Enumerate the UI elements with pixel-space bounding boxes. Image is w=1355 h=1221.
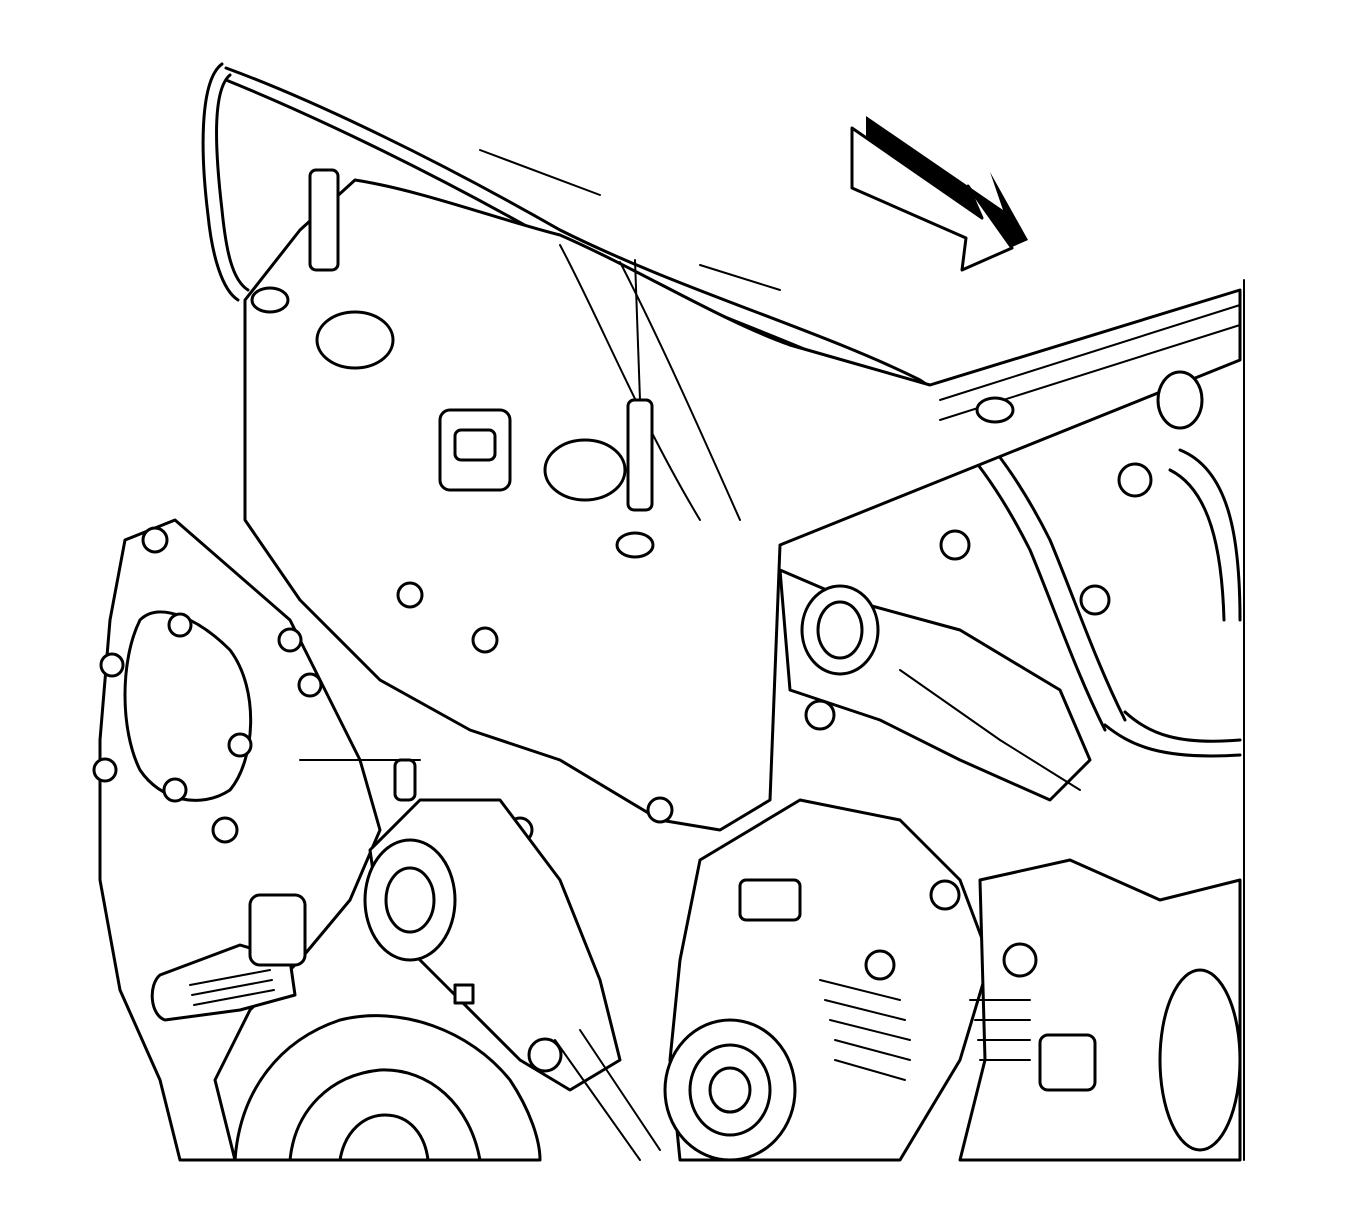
belt-tensioner	[363, 798, 622, 1092]
front-direction-arrow-icon	[850, 116, 1028, 272]
tensioner-spring	[150, 893, 307, 1022]
bolt-icon	[92, 526, 674, 844]
intake-manifold	[243, 149, 1242, 832]
crankshaft-pulley	[233, 1014, 661, 1162]
right-side-components	[958, 448, 1242, 1162]
generator	[663, 798, 992, 1162]
coolant-pipe	[778, 529, 1111, 802]
